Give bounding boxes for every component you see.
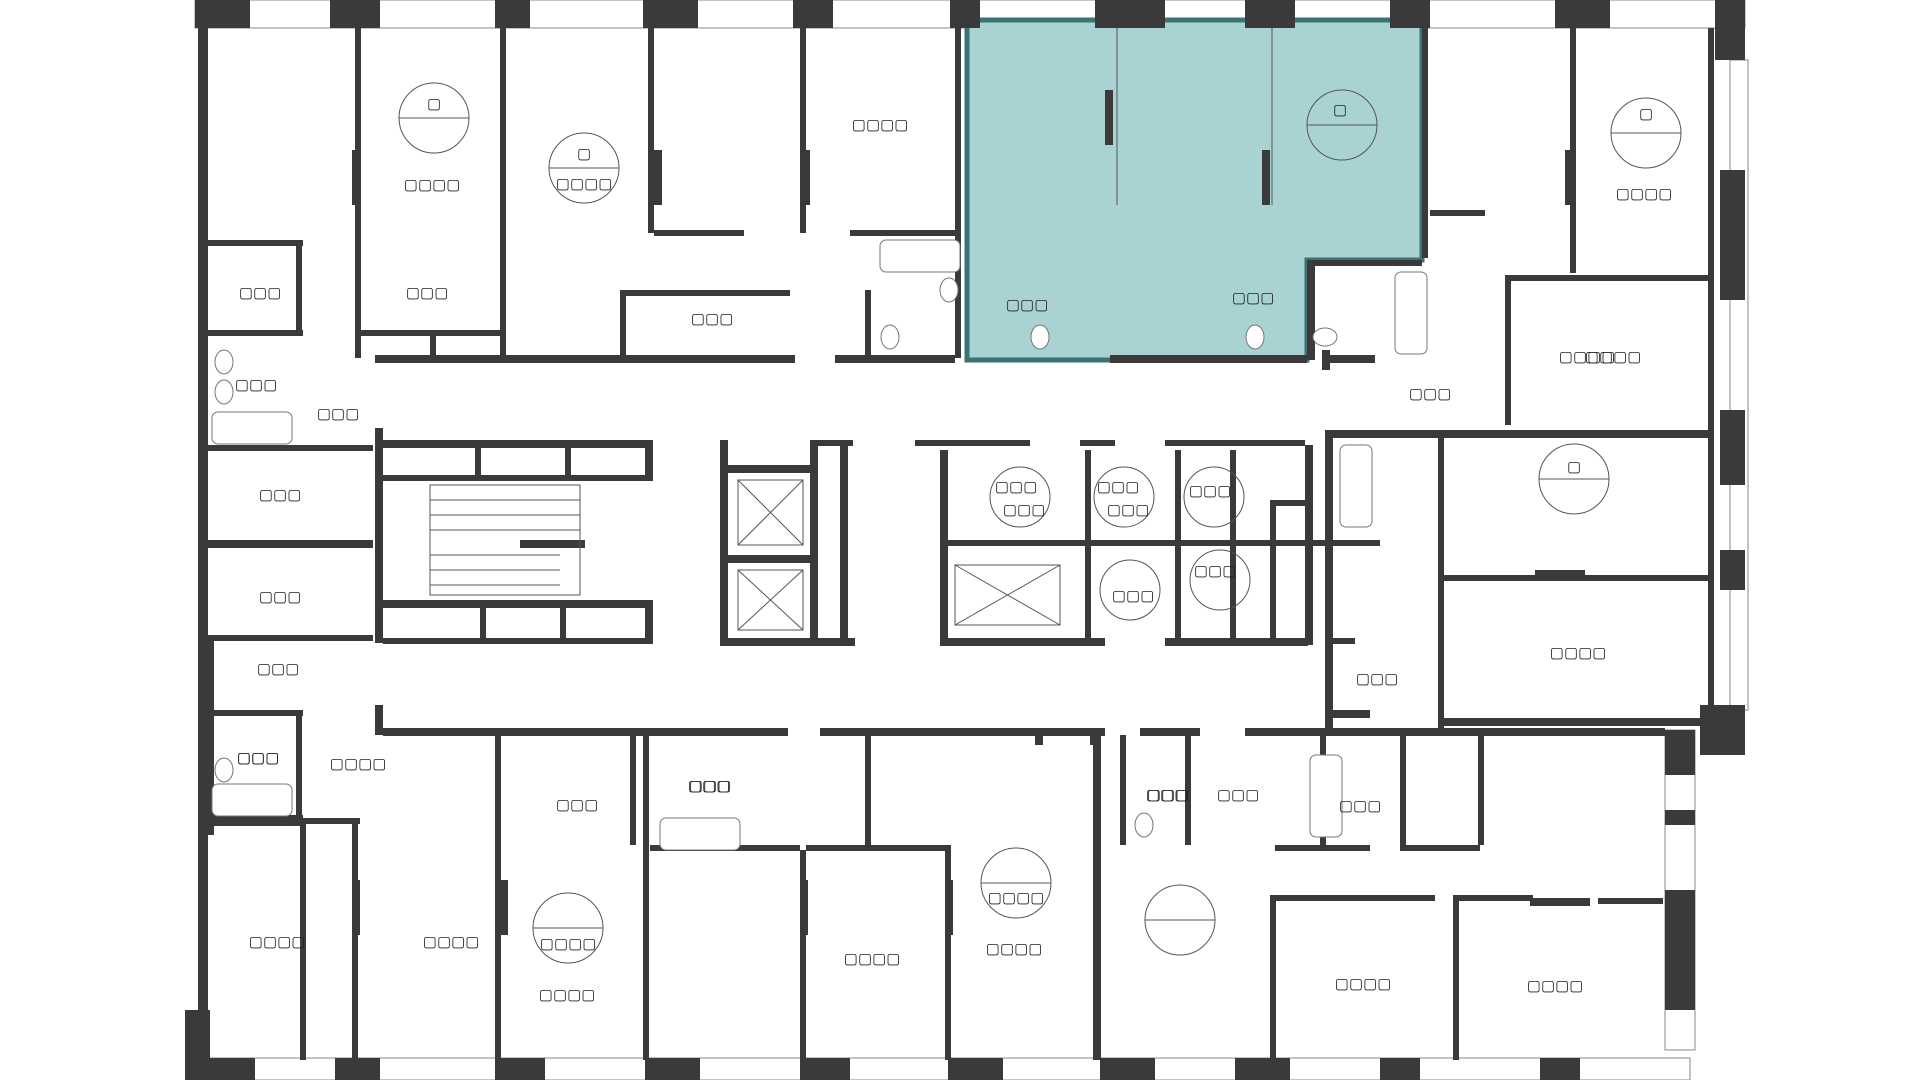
- room-label: ▢▢▢: [1006, 296, 1049, 314]
- room-label: ▢▢▢▢: [1616, 185, 1673, 203]
- room-label: ▢▢▢: [237, 749, 280, 767]
- room-label: ▢: [427, 95, 441, 113]
- room-label: ▢▢▢: [1147, 786, 1190, 804]
- room-label: ▢: [1567, 458, 1581, 476]
- bathroom-fixtures: [211, 239, 1428, 851]
- room-label: ▢▢▢: [1097, 478, 1140, 496]
- room-label: ▢▢▢: [689, 777, 732, 795]
- interior-walls: [208, 28, 1714, 1060]
- room-label: ▢▢▢: [1232, 289, 1275, 307]
- room-label: ▢▢▢▢: [404, 176, 461, 194]
- room-label: ▢▢▢: [1189, 482, 1232, 500]
- room-label: ▢▢▢: [406, 284, 449, 302]
- outer-walls: [185, 0, 1745, 1080]
- room-label: ▢▢▢▢: [556, 175, 613, 193]
- room-label: ▢▢▢▢: [844, 950, 901, 968]
- room-label: ▢: [577, 145, 591, 163]
- room-label: ▢▢▢: [1194, 562, 1237, 580]
- room-label: ▢▢▢: [1217, 786, 1260, 804]
- elevator-shafts: [737, 479, 1061, 631]
- room-circles: [398, 82, 1682, 964]
- room-label: ▢▢▢▢: [852, 116, 909, 134]
- room-label: ▢▢▢: [317, 405, 360, 423]
- room-label: ▢▢▢▢: [1335, 975, 1392, 993]
- stairs: [429, 484, 581, 596]
- room-label: ▢▢▢▢: [1550, 644, 1607, 662]
- room-label: ▢▢▢▢: [539, 986, 596, 1004]
- room-label: ▢▢▢: [239, 284, 282, 302]
- room-label: ▢▢▢: [237, 749, 280, 767]
- room-label: ▢▢▢▢: [540, 935, 597, 953]
- room-label: ▢▢▢: [688, 777, 731, 795]
- room-label: ▢▢▢: [995, 478, 1038, 496]
- room-labels: ▢ ▢▢▢ ▢▢▢ ▢ ▢▢▢▢ ▢ ▢▢▢▢ ▢▢▢▢ ▢ ▢▢▢▢ ▢▢▢ …: [235, 95, 1673, 1004]
- room-label: ▢▢▢: [1107, 501, 1150, 519]
- room-label: ▢: [1639, 105, 1653, 123]
- room-label: ▢: [1333, 101, 1347, 119]
- room-label: ▢▢▢▢: [330, 755, 387, 773]
- room-label: ▢▢▢: [1003, 501, 1046, 519]
- room-label: ▢▢▢: [556, 796, 599, 814]
- room-label: ▢▢▢: [1112, 587, 1155, 605]
- room-label: ▢▢▢: [1146, 786, 1189, 804]
- room-label: ▢▢▢: [1356, 670, 1399, 688]
- room-label: ▢▢▢▢: [249, 933, 306, 951]
- room-label: ▢▢▢▢: [1527, 977, 1584, 995]
- room-label: ▢▢▢: [257, 660, 300, 678]
- room-label: ▢▢▢: [235, 376, 278, 394]
- room-label: ▢▢▢: [259, 486, 302, 504]
- room-label: ▢▢▢: [1339, 797, 1382, 815]
- room-label: ▢▢▢▢: [986, 940, 1043, 958]
- room-label: ▢▢▢▢: [423, 933, 480, 951]
- room-label: ▢▢▢▢: [1559, 348, 1616, 366]
- room-label: ▢▢▢▢: [988, 889, 1045, 907]
- room-label: ▢▢▢: [259, 588, 302, 606]
- room-label: ▢▢▢▢: [1585, 348, 1642, 366]
- room-label: ▢▢▢: [691, 310, 734, 328]
- room-label: ▢▢▢: [1409, 385, 1452, 403]
